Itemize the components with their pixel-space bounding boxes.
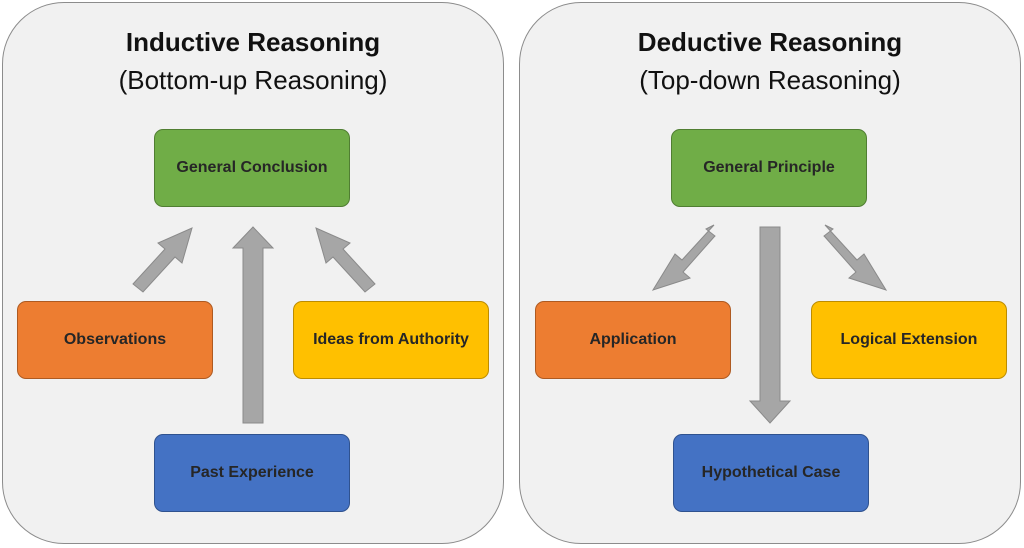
- general-conclusion-box: General Conclusion: [154, 129, 350, 207]
- deductive-panel: Deductive Reasoning (Top-down Reasoning)…: [519, 2, 1021, 544]
- deductive-title: Deductive Reasoning: [637, 27, 903, 57]
- inductive-panel: Inductive Reasoning (Bottom-up Reasoning…: [2, 2, 504, 544]
- arrow-principle-to-extension: [823, 224, 888, 291]
- deductive-subtitle: (Top-down Reasoning): [639, 65, 901, 95]
- arrow-authority-to-conclusion: [315, 227, 376, 293]
- logical-extension-box: Logical Extension: [811, 301, 1007, 379]
- arrow-observations-to-conclusion: [132, 227, 193, 293]
- arrow-principle-to-hypothetical: [748, 226, 792, 424]
- inductive-subtitle: (Bottom-up Reasoning): [118, 65, 388, 95]
- past-experience-box: Past Experience: [154, 434, 350, 512]
- application-box: Application: [535, 301, 731, 379]
- hypothetical-case-box: Hypothetical Case: [673, 434, 869, 512]
- ideas-from-authority-box: Ideas from Authority: [293, 301, 489, 379]
- observations-box: Observations: [17, 301, 213, 379]
- arrow-principle-to-application: [651, 224, 716, 291]
- arrow-experience-to-conclusion: [231, 226, 275, 424]
- inductive-title: Inductive Reasoning: [125, 27, 381, 57]
- general-principle-box: General Principle: [671, 129, 867, 207]
